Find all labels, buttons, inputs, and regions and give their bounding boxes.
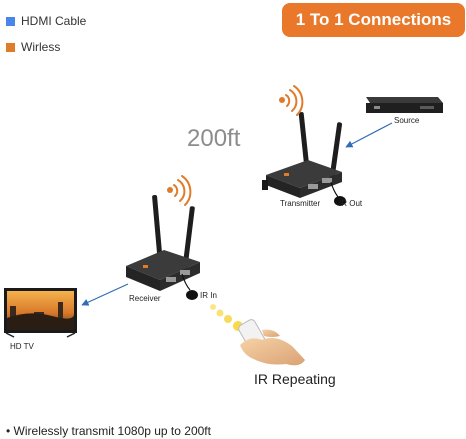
title-banner: 1 To 1 Connections <box>282 3 465 37</box>
legend-hdmi: HDMI Cable <box>6 14 86 28</box>
distance-label: 200ft <box>187 125 241 152</box>
transmitter-device-icon <box>262 112 343 198</box>
title-banner-text: 1 To 1 Connections <box>295 10 452 29</box>
ir-out-label: IR Out <box>339 199 363 208</box>
hdmi-arrow-source-to-transmitter <box>345 122 393 148</box>
receiver-wireless-icon <box>167 175 192 206</box>
footer-bullet: • Wirelessly transmit 1080p up to 200ft <box>6 424 211 438</box>
ir-in-sensor-icon <box>181 273 198 300</box>
transmitter-label: Transmitter <box>280 199 321 208</box>
legend-hdmi-swatch <box>6 16 15 26</box>
tv-icon <box>4 288 77 338</box>
ir-out-sensor-icon <box>330 181 346 206</box>
legend-wireless: Wirless <box>6 40 60 54</box>
transmitter-wireless-icon <box>279 85 304 116</box>
source-device-icon <box>366 97 443 113</box>
ir-signal-icon <box>210 304 243 331</box>
legend-wireless-swatch <box>6 42 15 52</box>
hdmi-arrow-receiver-to-tv <box>81 283 129 306</box>
ir-repeating-label: IR Repeating <box>254 371 336 387</box>
hand-remote-icon <box>238 319 305 366</box>
legend-hdmi-label: HDMI Cable <box>21 14 87 28</box>
source-label: Source <box>394 116 420 125</box>
tv-label: HD TV <box>10 342 34 351</box>
receiver-device-icon <box>126 195 200 291</box>
receiver-label: Receiver <box>129 294 161 303</box>
legend-wireless-label: Wirless <box>21 40 61 54</box>
ir-in-label: IR In <box>200 291 217 300</box>
